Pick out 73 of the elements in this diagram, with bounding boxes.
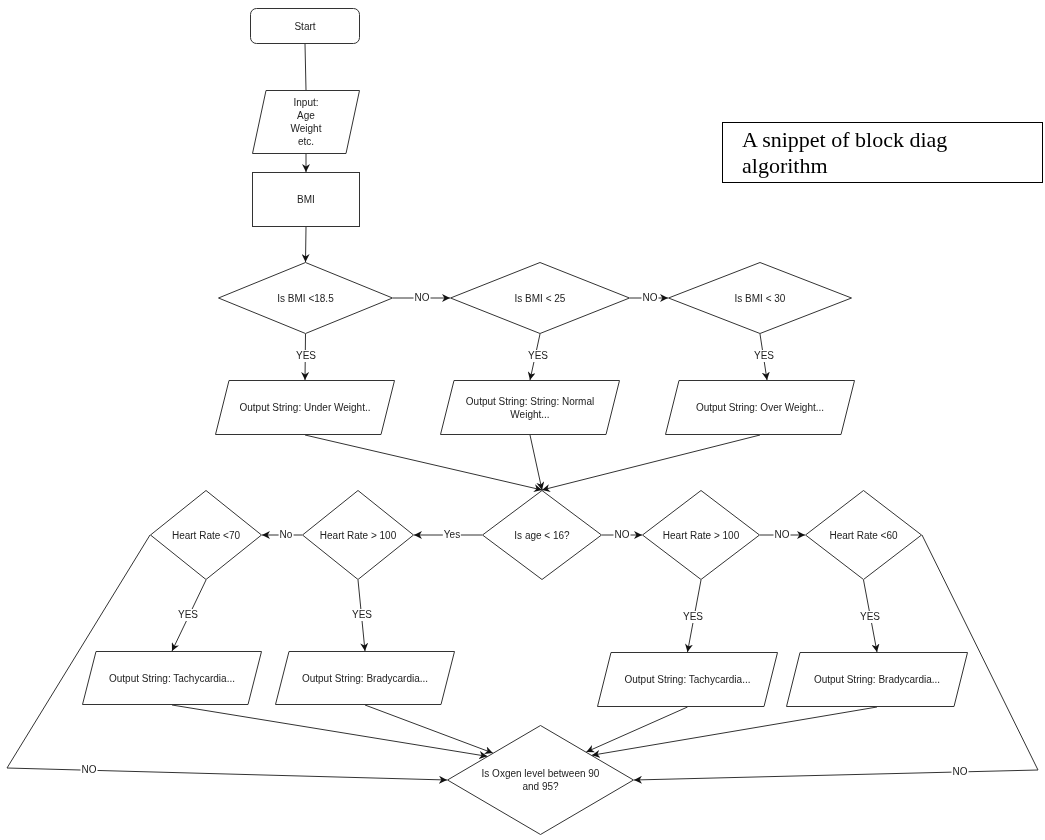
decision-diamond — [668, 262, 852, 334]
edge-label: NO — [413, 292, 431, 304]
edge-label: NO — [641, 292, 659, 304]
decision-diamond — [150, 490, 262, 580]
arrow — [301, 226, 310, 263]
arrow — [364, 704, 494, 754]
edge-label: No — [278, 529, 294, 541]
io-parallelogram — [597, 652, 778, 707]
node-text: Is age < 16? — [514, 528, 570, 542]
decision-diamond — [302, 490, 414, 580]
edge-label: NO — [773, 529, 791, 541]
edge-label: Yes — [442, 529, 462, 541]
io-parallelogram — [215, 380, 395, 435]
node-text: Output String: Under Weight.. — [239, 401, 371, 414]
io-parallelogram — [275, 651, 455, 705]
edge-label: NO — [613, 529, 631, 541]
arrow — [685, 579, 702, 653]
edge-label: YES — [753, 350, 775, 362]
arrow — [633, 534, 1039, 784]
edge-label: NO — [951, 766, 969, 778]
node-text: Start — [294, 19, 316, 33]
caption-text: A snippet of block diag algorithm — [742, 126, 949, 179]
node-text: Input: Age Weight etc. — [289, 96, 323, 148]
edge-label: NO — [80, 764, 98, 776]
arrow — [392, 294, 451, 302]
node-text: Is BMI < 30 — [734, 291, 786, 305]
node-text: Output String: Bradycardia... — [301, 671, 429, 685]
arrow — [357, 579, 369, 652]
edge-label: YES — [682, 611, 704, 623]
arrow — [6, 534, 448, 784]
caption-box — [722, 122, 1043, 183]
node-text: Heart Rate <70 — [171, 528, 241, 542]
arrow — [171, 579, 207, 652]
decision-diamond — [805, 490, 922, 580]
edge-label: YES — [295, 350, 317, 362]
io-parallelogram — [786, 652, 968, 707]
io-parallelogram — [82, 651, 262, 705]
io-parallelogram — [440, 380, 620, 435]
node-text: Output String: Over Weight... — [695, 401, 825, 414]
node-text: Output String: Tachycardia... — [624, 673, 751, 686]
edge-label: YES — [177, 609, 199, 621]
node-text: Heart Rate > 100 — [662, 528, 740, 542]
decision-diamond — [218, 262, 393, 334]
terminal-box — [250, 8, 360, 44]
arrow — [304, 434, 543, 493]
decision-diamond — [447, 725, 634, 835]
node-text: Is BMI <18.5 — [277, 291, 334, 305]
edge-label: YES — [527, 350, 549, 362]
node-text: Is Oxgen level between 90 and 95? — [480, 767, 601, 793]
node-text: Is BMI < 25 — [514, 291, 566, 305]
arrow — [301, 333, 310, 381]
arrow — [759, 333, 770, 381]
arrow — [585, 706, 688, 753]
process-box — [252, 172, 360, 227]
arrow — [591, 706, 878, 758]
edge-label: YES — [859, 611, 881, 623]
decision-diamond — [642, 490, 760, 580]
arrow — [171, 704, 488, 759]
node-text: Heart Rate > 100 — [319, 528, 397, 542]
node-text: Heart Rate <60 — [829, 528, 898, 542]
decision-diamond — [482, 490, 602, 580]
arrow — [863, 579, 880, 653]
io-parallelogram — [665, 380, 855, 435]
node-text: Output String: Bradycardia... — [813, 673, 941, 686]
io-parallelogram — [252, 90, 360, 154]
decision-diamond — [450, 262, 630, 334]
node-text: Output String: Tachycardia... — [109, 671, 235, 685]
node-text: Output String: String: Normal Weight... — [464, 394, 596, 421]
edge-label: YES — [351, 609, 373, 621]
node-text: BMI — [297, 193, 315, 206]
arrow — [541, 434, 761, 492]
arrow — [529, 434, 545, 491]
arrow — [302, 153, 310, 173]
